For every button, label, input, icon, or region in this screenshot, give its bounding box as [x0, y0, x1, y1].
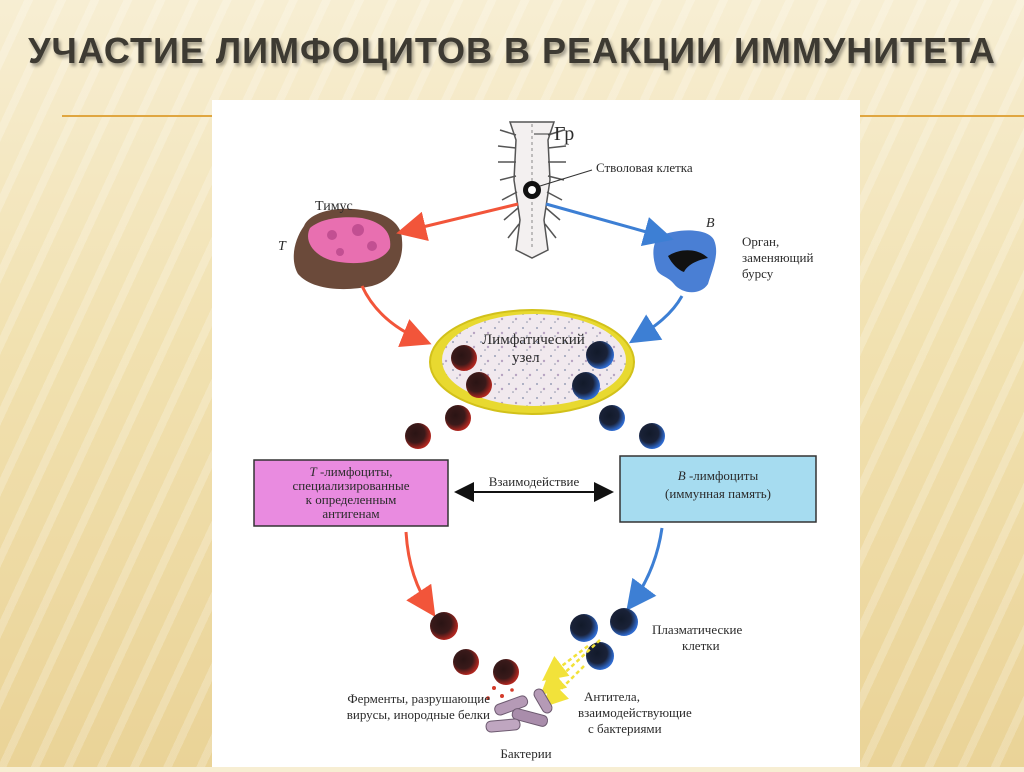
b-lymphocytes-box — [619, 455, 817, 523]
thymus-t-label: T — [278, 239, 287, 254]
arrow-bursa-to-node — [628, 295, 684, 344]
gr-label: Гр — [554, 123, 574, 145]
b-box-line-2: (иммунная память) — [665, 486, 771, 501]
title-rule-right — [860, 115, 1024, 117]
arrow-to-bursa — [545, 202, 674, 247]
organ-label-2: заменяющий — [742, 250, 814, 265]
arrow-thymus-to-node — [360, 285, 432, 348]
node-t-cell — [466, 372, 492, 398]
bursa-organ — [653, 230, 717, 293]
organ-label-3: бурсу — [742, 266, 774, 281]
t-lymphocyte — [445, 405, 471, 431]
diagram-svg: Гр Стволовая клетка Тимус T B Орган, зам… — [253, 121, 817, 761]
arrow-t-down — [404, 531, 436, 617]
stem-cell-label: Стволовая клетка — [596, 160, 693, 175]
thymus-label: Тимус — [315, 199, 353, 214]
t-lymphocyte — [405, 423, 431, 449]
b-lymphocyte — [599, 405, 625, 431]
plasma-cell — [586, 642, 614, 670]
antibodies-label-1: Антитела, — [584, 689, 640, 704]
antibodies-label-2: взаимодействующие — [578, 705, 692, 720]
diagram-panel: Гр Стволовая клетка Тимус T B Орган, зам… — [212, 100, 860, 767]
enzymes-label-2: вирусы, инородные белки — [347, 707, 490, 722]
t-effector-cell — [453, 649, 479, 675]
bacteria-label: Бактерии — [500, 746, 551, 761]
title-rule-left — [62, 115, 212, 117]
plasma-label-1: Плазматические — [652, 622, 742, 637]
slide-title: УЧАСТИЕ ЛИМФОЦИТОВ В РЕАКЦИИ ИММУНИТЕТА — [28, 30, 996, 71]
lymph-node-label-2: узел — [512, 350, 540, 366]
t-box-line-2: специализированные — [293, 478, 410, 493]
bursa-b-label: B — [706, 216, 715, 231]
b-lymphocyte — [639, 423, 665, 449]
t-lymphocytes-box — [253, 459, 449, 527]
organ-label-1: Орган, — [742, 234, 779, 249]
stem-cell-leader — [539, 169, 593, 187]
node-t-cell — [451, 345, 477, 371]
thymus-organ — [293, 208, 403, 290]
t-box-line-4: антигенам — [322, 506, 379, 521]
stem-cell-nucleus — [528, 186, 536, 194]
plasma-cell — [570, 614, 598, 642]
t-effector-cell — [430, 612, 458, 640]
interaction-label: Взаимодействие — [489, 474, 580, 489]
t-box-line-1: T -лимфоциты, — [310, 464, 393, 479]
t-box-line-3: к определенным — [306, 492, 397, 507]
antibody-arrow — [542, 665, 585, 708]
antibodies-label-3: с бактериями — [588, 721, 662, 736]
node-b-cell — [572, 372, 600, 400]
b-box-line-1: B -лимфоциты — [678, 468, 759, 483]
enzymes-label-1: Ферменты, разрушающие — [347, 691, 490, 706]
arrow-b-down — [626, 527, 664, 611]
plasma-cell — [610, 608, 638, 636]
lymph-node-label-1: Лимфатический — [482, 332, 585, 348]
arrow-to-thymus — [396, 202, 519, 241]
antibody-arrow — [542, 645, 589, 682]
t-effector-cell — [493, 659, 519, 685]
node-b-cell — [586, 341, 614, 369]
bacteria — [485, 688, 553, 733]
plasma-label-2: клетки — [682, 638, 720, 653]
